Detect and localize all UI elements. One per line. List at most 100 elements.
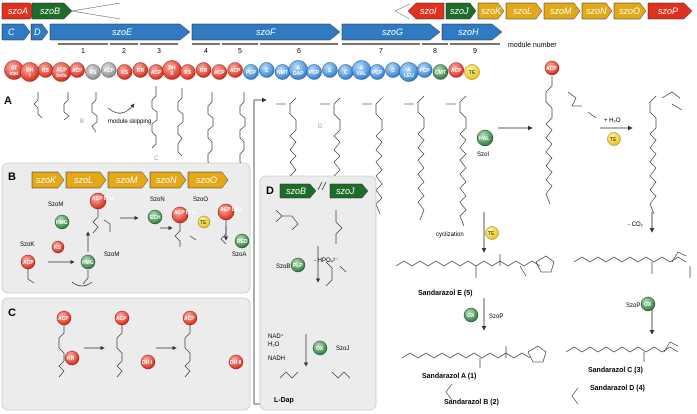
gene-arrow-szoG [341, 23, 441, 41]
panelB-gene-label-szoK: szoK [36, 175, 57, 185]
panelB-gene-label-szoM: szoM [116, 175, 138, 185]
gene-label-szoB: szoB [40, 6, 60, 16]
domain-label-4-0: ACP [72, 68, 83, 74]
domain-label-22-1: VAL [357, 71, 367, 77]
gene-arrow-szoE [49, 23, 191, 41]
szoI-label: SzoI [477, 152, 489, 158]
panelD-gap-mark [317, 181, 327, 191]
module-numbers: 1 2 3 4 5 6 7 8 9 module number [81, 42, 557, 55]
acp-top-label: ACP [546, 66, 557, 72]
chlorinated-intermediate [545, 76, 597, 205]
zoom-line [71, 2, 121, 20]
gene-arrow-szoL [505, 2, 543, 20]
gene-label-szoM: szoM [550, 6, 572, 16]
domain-label-15-0: PCP [246, 70, 257, 76]
panelB-domain-label-3: ACP beta [174, 210, 196, 216]
panelB-enzyme-SzoK: SzoK [20, 242, 34, 248]
panel-C: C ACP ACP ACP KR DH I DH II [1, 297, 251, 411]
panelB-gene-szoL [65, 171, 107, 189]
gene-arrow-szoK [477, 2, 505, 20]
domain-pks-8 [132, 62, 149, 78]
compound-E-label: Sandarazol E (5) [418, 290, 472, 297]
panel-D: D szoB szoJ PLP SzoB - HPO₄²⁻ OX SzoJ NA… [259, 175, 377, 411]
panelB-domain-label-4: TE [200, 220, 207, 226]
domain-label-12-0: KR [200, 68, 208, 74]
domain-label-10-1: II [171, 71, 174, 77]
domain-label-8-0: KR [137, 68, 145, 74]
ox-circle-2 [640, 296, 656, 312]
panelD-gene-label-szoB: szoB [286, 186, 306, 196]
module-7: 7 [379, 48, 383, 55]
compound-C-label: Sandarazol C (3) [588, 367, 643, 374]
panelD-reagent-h2o: H₂O [268, 342, 280, 348]
panelB-gene-szoN [149, 171, 187, 189]
panelD-reagent-nad: NAD⁺ [268, 333, 284, 340]
panelB-domain-label-1: HMG [56, 220, 68, 226]
gene-label-D: D [34, 27, 41, 37]
panelC-dh2 [228, 354, 244, 370]
panelD-reagent-hpo4: - HPO₄²⁻ [314, 258, 338, 264]
panelB-ech [147, 209, 163, 225]
domain-label-3-0: ACP [56, 68, 67, 74]
gene-label-szoO: szoO [619, 6, 640, 16]
domain-ks-6 [101, 62, 117, 78]
sandarazol-A-structure [401, 345, 547, 401]
domain-label-6-0: ACP [103, 68, 114, 74]
hal-label: HAL [479, 136, 489, 142]
panelC-dh1 [140, 354, 156, 370]
domain-nrps-16 [258, 62, 275, 78]
panel-B: B szoK szoL szoM szoN szoO ACP beta HMG … [1, 162, 251, 294]
gene-arrow-szoB [31, 2, 73, 20]
acp-top-circle [544, 60, 560, 76]
panelC-structures [58, 325, 191, 378]
domain-label-0-1: mat [10, 71, 19, 77]
gene-arrow-C [1, 23, 31, 41]
compound-B-label: Sandarazol B (2) [444, 399, 499, 406]
panelD-enzyme-SzoJ: SzoJ [336, 346, 349, 352]
module-skipping-arrow [107, 103, 135, 114]
panelD-ox-label: OX [316, 346, 324, 352]
panelB-domain-label-6: ACP [23, 260, 34, 266]
domain-label-26-0: PCP [419, 68, 430, 74]
panelB-enzyme-SzoA: SzoA [232, 252, 246, 258]
domain-label-29-0: TE [469, 70, 476, 76]
module-number-label: module number [508, 42, 557, 49]
gene-arrow-szoH [441, 23, 503, 41]
gene-cluster: szoA szoB szoI szoJ szoK szoL szoM szoN … [1, 2, 693, 41]
panel-label-B: B [8, 171, 16, 183]
domain-ks-5 [85, 64, 101, 80]
domain-label-9-0: ACP [151, 70, 162, 76]
panelC-domain-label-0: ACP [58, 316, 69, 322]
domain-nrps-20 [322, 62, 338, 78]
domain-pks-11 [179, 64, 196, 80]
domain-label-22-0: A [360, 66, 364, 72]
free-acid-intermediate [649, 91, 683, 215]
domain-pks-4 [69, 62, 85, 78]
domain-nrps-26 [416, 62, 433, 78]
panelB-enzyme-SzoN: SzoN [150, 197, 165, 203]
panelD-ox-circle [312, 340, 328, 356]
gene-arrow-szoJ [445, 2, 477, 20]
hal-domain-circle [476, 129, 494, 147]
panelD-reagent-nadh: NADH [268, 356, 285, 362]
domain-hmg-27 [432, 64, 449, 80]
panelB-gene-szoM [107, 171, 149, 189]
domain-label-1-1: I [29, 73, 31, 79]
domain-nrps-23 [369, 64, 385, 80]
domain-label-5-0: KS [89, 70, 97, 76]
intermediate-label-B: B [80, 119, 84, 125]
gene-label-C: C [8, 27, 15, 37]
te-label-2: TE [488, 231, 495, 237]
gene-arrow-szoM [543, 2, 581, 20]
panelB-domain-label-9: RED [237, 239, 248, 245]
gene-label-szoL: szoL [513, 6, 532, 16]
zoom-line-right [394, 3, 411, 20]
domain-label-23-0: PCP [372, 70, 383, 76]
te-circle-2 [485, 226, 499, 240]
gene-arrow-D [30, 23, 49, 41]
domain-label-18-1: DAP [293, 71, 304, 77]
ox-label-1: OX [467, 313, 475, 319]
domain-label-17-0: NMT [277, 70, 288, 76]
panelC-domain-label-5: DH II [230, 360, 242, 366]
